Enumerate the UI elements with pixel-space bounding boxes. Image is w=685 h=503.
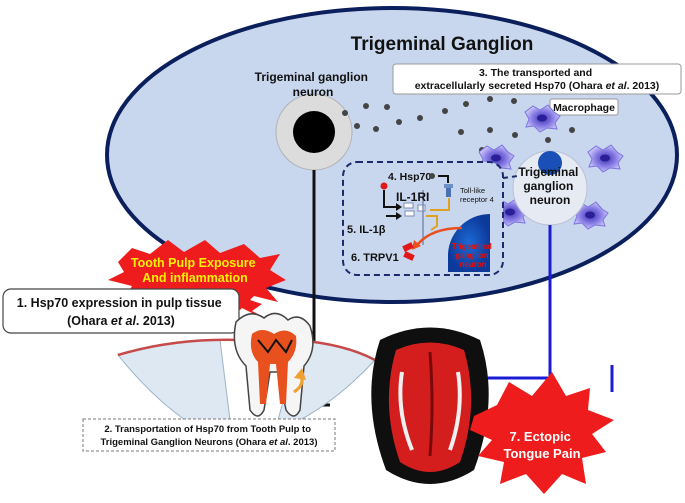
tlr4-receptor-icon [444, 184, 453, 197]
inset-connector [502, 175, 519, 179]
trpv1-channel-icon [402, 242, 415, 261]
trpv1-activation-arrow [417, 226, 463, 245]
step3-label: 3. The transported and extracellularly s… [415, 67, 660, 92]
tongue-pain-burst [470, 372, 614, 494]
step4-label: 4. Hsp70 [388, 171, 431, 183]
il1b-arrowhead [396, 203, 402, 211]
il1b-dot [380, 182, 388, 190]
step1-label: 1. Hsp70 expression in pulp tissue (Ohar… [17, 296, 225, 328]
step3-box [392, 63, 682, 95]
step5-label: 5. IL-1β [347, 224, 386, 236]
inset-neuron-label: Trigeminal ganglion neuron [452, 242, 494, 269]
gum-tissue [117, 339, 231, 421]
tooth-icon [233, 312, 314, 417]
macrophage-label: Macrophage [553, 102, 615, 114]
right-neuron-nucleus [538, 151, 562, 175]
transport-arrowhead [294, 368, 306, 380]
il1ri-signal-arrow [426, 215, 438, 231]
il1ri-receptor-icon [403, 202, 426, 217]
trpv1-arrowhead [412, 240, 421, 250]
ganglion-title: Trigeminal Ganglion [351, 34, 534, 55]
right-neuron-label: Trigeminal ganglion neuron [518, 165, 581, 207]
hsp70-dots [342, 96, 575, 153]
step2-label: 2. Transportation of Hsp70 from Tooth Pu… [101, 424, 318, 448]
il1b-arrow [383, 190, 396, 208]
hsp70-dot-inset [429, 173, 435, 179]
step2-box [82, 418, 336, 452]
tlr4-label: Toll-like receptor 4 [460, 186, 494, 204]
il1b-arrowhead-2 [396, 212, 402, 220]
hsp70-arrow [438, 175, 449, 183]
left-neuron-label: Trigeminal ganglion neuron [255, 70, 372, 99]
exposure-label: Tooth Pulp Exposure And inflammation [131, 256, 259, 285]
tlr4-signal-arrow [430, 198, 450, 211]
step1-box [2, 288, 240, 334]
step6-label: 6. TRPV1 [351, 252, 399, 264]
left-neuron-nucleus [293, 111, 335, 153]
tongue-icon [371, 327, 489, 484]
il1ri-label: IL-1RI [396, 190, 429, 204]
tongue-pain-label: 7. Ectopic Tongue Pain [503, 429, 580, 461]
